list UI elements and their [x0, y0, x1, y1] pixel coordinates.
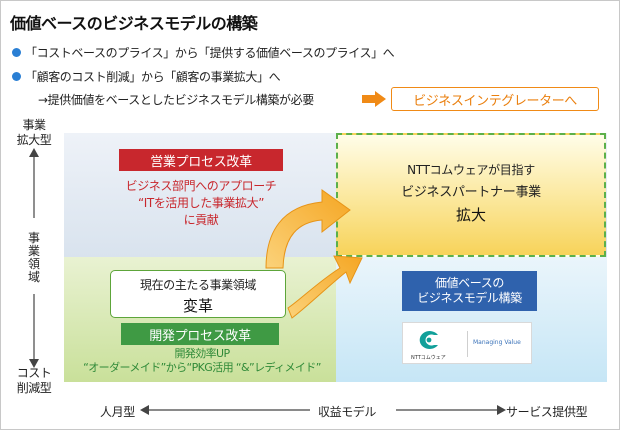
x-axis-left-label: 人月型: [100, 405, 135, 419]
x-axis-middle-label: 収益モデル: [318, 405, 377, 419]
target-line-2: ビジネスパートナー事業: [401, 185, 541, 200]
logo-mark-icon: [419, 331, 438, 349]
bullet-text: 「コストベースのプライス」から「提供する価値ベースのプライス」へ: [25, 46, 395, 60]
orange-arrow-icon: [362, 91, 386, 107]
value-box-line: ビジネスモデル構築: [417, 291, 522, 305]
bullet-dot-icon: [12, 48, 21, 57]
y-axis-char: 域: [27, 270, 40, 284]
dev-process-description: 開発効率UP “オーダーメイド”から“PKG活用 “&”レディメイド”: [74, 347, 330, 375]
sales-process-label: 営業プロセス改革: [119, 149, 283, 171]
y-axis-char: 事: [27, 231, 40, 245]
current-domain-box: 現在の主たる事業領域 変革: [110, 270, 286, 318]
bullet-dot-icon: [12, 72, 21, 81]
target-line-3: 拡大: [455, 206, 486, 224]
y-axis-bottom-line: コスト: [16, 366, 52, 380]
target-business-box: NTTコムウェアが目指す ビジネスパートナー事業 拡大: [336, 133, 606, 257]
sales-process-description: ビジネス部門へのアプローチ “ITを活用した事業拡大” に貢献: [96, 178, 306, 229]
dev-line: 開発効率UP: [174, 347, 230, 360]
requirement-text: →提供価値をベースとしたビジネスモデル構築が必要: [38, 93, 314, 107]
y-axis-top-line: 事業: [22, 118, 46, 132]
logo-divider: [467, 331, 468, 357]
company-logo: NTTコムウェア Managing Value: [402, 322, 532, 364]
value-box-line: 価値ベースの: [434, 276, 504, 290]
logo-company-name: NTTコムウェア: [411, 355, 446, 361]
dev-line: “オーダーメイド”から“PKG活用 “&”レディメイド”: [83, 361, 321, 374]
bullet-text: 「顧客のコスト削減」から「顧客の事業拡大」へ: [25, 70, 281, 84]
y-axis-top-line: 拡大型: [16, 133, 52, 147]
bullet-item: 「顧客のコスト削減」から「顧客の事業拡大」へ: [12, 68, 281, 85]
value-based-model-box: 価値ベースの ビジネスモデル構築: [402, 271, 537, 311]
y-axis-arrow: [29, 148, 39, 368]
target-line-1: NTTコムウェアが目指す: [407, 163, 535, 177]
y-axis-bottom-label: コスト 削減型: [12, 366, 56, 396]
logo-tagline: Managing Value: [473, 339, 521, 346]
sales-line: “ITを活用した事業拡大”: [137, 196, 265, 210]
dev-process-label: 開発プロセス改革: [121, 323, 279, 345]
sales-line: ビジネス部門へのアプローチ: [125, 179, 277, 193]
bullet-item: 「コストベースのプライス」から「提供する価値ベースのプライス」へ: [12, 44, 395, 61]
current-domain-text: 現在の主たる事業領域: [139, 278, 256, 292]
y-axis-middle-label: 事 業 領 域: [26, 232, 42, 284]
business-integrator-label: ビジネスインテグレーターへ: [391, 87, 599, 111]
y-axis-top-label: 事業 拡大型: [12, 118, 56, 148]
x-axis-right-label: サービス提供型: [506, 405, 588, 419]
x-axis-arrow: [140, 405, 506, 415]
y-axis-char: 領: [27, 257, 40, 271]
sales-line: に貢献: [183, 213, 219, 227]
y-axis-char: 業: [27, 244, 40, 258]
current-domain-change: 変革: [182, 297, 213, 315]
y-axis-bottom-line: 削減型: [16, 381, 52, 395]
diagram-title: 価値ベースのビジネスモデルの構築: [10, 14, 258, 33]
